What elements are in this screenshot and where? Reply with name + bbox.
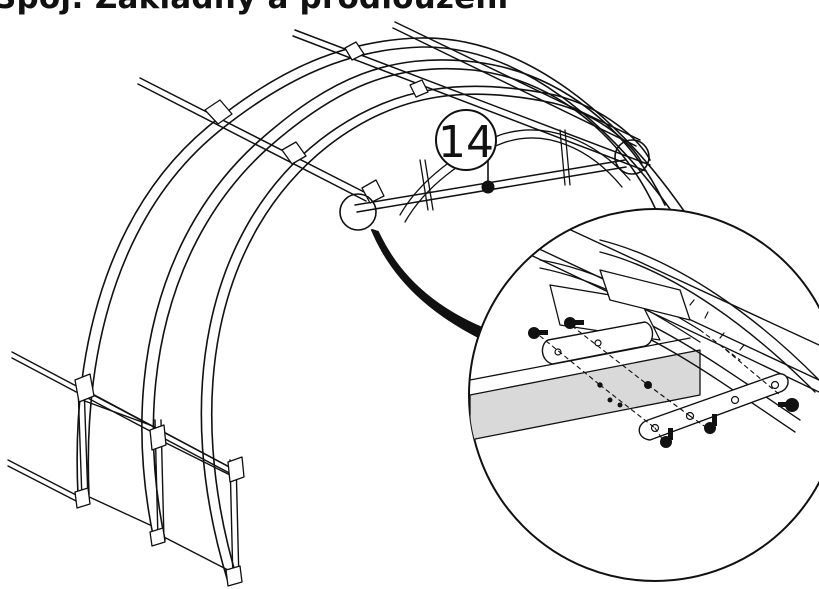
connector-plates	[74, 41, 429, 587]
detail-leader-swoosh	[371, 229, 496, 346]
callout-leader	[481, 159, 495, 194]
page-title: Spoj: Základny a prodloužení	[0, 0, 508, 16]
screw-icon	[528, 317, 799, 448]
side-posts	[77, 384, 240, 583]
arch-back	[76, 37, 701, 496]
callout-number: 14	[438, 117, 494, 168]
joint-highlight-circles	[339, 139, 650, 231]
detail-magnifier	[468, 208, 819, 582]
callout-14	[435, 109, 497, 171]
plate-right	[638, 373, 789, 441]
